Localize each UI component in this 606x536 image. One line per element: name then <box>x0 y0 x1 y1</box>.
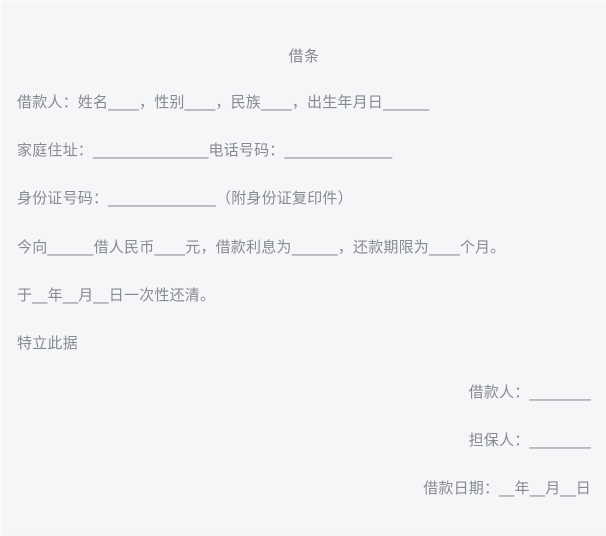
document-title: 借条 <box>288 47 320 65</box>
document-body: 借条 借款人：姓名____，性别____，民族____，出生年月日______ … <box>17 1 591 536</box>
line-borrower-signature: 借款人：________ <box>468 383 591 401</box>
line-attestation: 特立此据 <box>17 334 78 352</box>
line-loan-date: 借款日期：__年__月__日 <box>423 479 591 497</box>
line-borrower-identity: 借款人：姓名____，性别____，民族____，出生年月日______ <box>17 93 430 111</box>
line-loan-terms: 今向______借人民币____元，借款利息为______，还款期限为____个… <box>17 238 506 256</box>
line-home-address-phone: 家庭住址：_______________电话号码：______________ <box>17 141 393 159</box>
line-id-card-number: 身份证号码：______________（附身份证复印件） <box>17 189 353 207</box>
line-guarantor-signature: 担保人：________ <box>468 431 591 449</box>
line-repayment-date: 于__年__月__日一次性还清。 <box>17 286 216 304</box>
